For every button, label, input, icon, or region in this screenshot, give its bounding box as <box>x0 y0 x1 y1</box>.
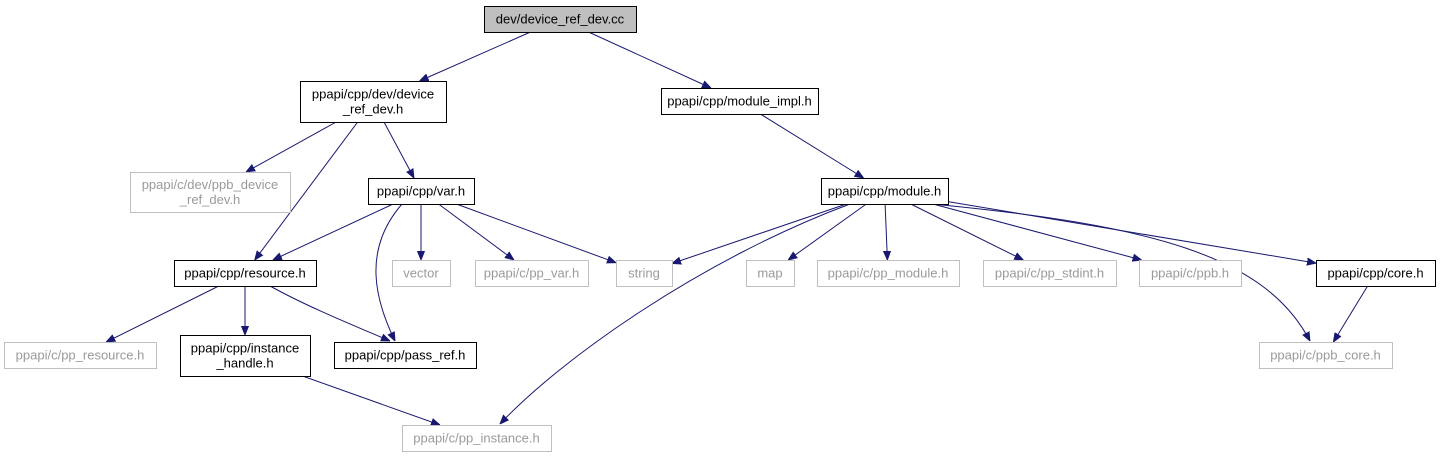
edge-var-h-to-resource-h <box>273 203 394 260</box>
node-label: _ref_dev.h <box>179 192 240 207</box>
edge-resource-h-to-pp-resource-h <box>106 285 220 342</box>
node-pp-module-h: ppapi/c/pp_module.h <box>817 260 960 287</box>
node-box <box>821 178 949 205</box>
edge-root-to-device-ref-dev-h <box>420 31 531 81</box>
node-box <box>746 260 795 287</box>
edge-device-ref-dev-h-to-ppb-device-ref-dev-h <box>246 121 337 172</box>
node-label: map <box>757 266 782 281</box>
edge-var-h-to-pp-var-h <box>438 203 515 260</box>
node-box <box>1139 260 1242 287</box>
node-box <box>300 81 447 123</box>
node-pp-instance-h: ppapi/c/pp_instance.h <box>402 425 552 452</box>
edge-instance-handle-h-to-pp-instance-h <box>302 375 441 425</box>
node-label: dev/device_ref_dev.cc <box>496 12 625 27</box>
node-label: ppapi/cpp/module.h <box>828 184 941 199</box>
edge-device-ref-dev-h-to-resource-h <box>255 121 359 260</box>
node-root: dev/device_ref_dev.cc <box>484 6 637 33</box>
node-box <box>983 260 1117 287</box>
node-pp-var-h: ppapi/c/pp_var.h <box>475 260 589 287</box>
node-label: ppapi/cpp/pass_ref.h <box>345 348 466 363</box>
node-layer: dev/device_ref_dev.cc ppapi/cpp/dev/devic… <box>4 6 1436 452</box>
node-box <box>174 260 317 287</box>
node-ppb-h: ppapi/c/ppb.h <box>1139 260 1242 287</box>
edge-resource-h-to-pass-ref-h <box>269 285 390 341</box>
node-label: ppapi/cpp/resource.h <box>184 266 305 281</box>
node-label: ppapi/cpp/core.h <box>1327 266 1423 281</box>
edge-var-h-to-pass-ref-h <box>375 203 403 341</box>
edge-module-h-to-ppb-h <box>932 203 1142 260</box>
edge-layer <box>106 31 1369 425</box>
node-box <box>817 260 960 287</box>
edge-core-h-to-ppb-core-h <box>1333 285 1369 342</box>
node-box <box>661 88 819 115</box>
node-label: string <box>628 266 660 281</box>
node-box <box>180 335 311 377</box>
node-var-h[interactable]: ppapi/cpp/var.h <box>368 178 475 205</box>
edge-module-h-to-pp-module-h <box>885 203 887 260</box>
node-label: _handle.h <box>215 356 273 371</box>
node-vector: vector <box>392 260 451 287</box>
node-box <box>130 172 291 213</box>
node-ppb-core-h: ppapi/c/ppb_core.h <box>1259 342 1393 369</box>
node-pass-ref-h[interactable]: ppapi/cpp/pass_ref.h <box>334 342 477 369</box>
node-device-ref-dev-h[interactable]: ppapi/cpp/dev/device_ref_dev.h <box>300 81 447 123</box>
node-box <box>402 425 552 452</box>
edge-root-to-module-impl-h <box>588 31 712 88</box>
node-module-h[interactable]: ppapi/cpp/module.h <box>821 178 949 205</box>
node-core-h[interactable]: ppapi/cpp/core.h <box>1316 260 1436 287</box>
node-box <box>368 178 475 205</box>
node-box <box>1316 260 1436 287</box>
node-label: ppapi/c/pp_var.h <box>484 266 579 281</box>
node-label: ppapi/c/ppb_core.h <box>1270 348 1381 363</box>
edge-module-impl-h-to-module-h <box>760 113 863 178</box>
node-map: map <box>746 260 795 287</box>
node-label: ppapi/c/ppb.h <box>1151 266 1229 281</box>
edge-module-h-to-core-h <box>947 201 1316 264</box>
node-ppb-device-ref-dev-h: ppapi/c/dev/ppb_device_ref_dev.h <box>130 172 291 213</box>
node-label: ppapi/c/pp_instance.h <box>413 431 539 446</box>
edge-module-h-to-ppb-core-h <box>931 203 1310 341</box>
edge-module-h-to-pp-stdint-h <box>910 203 1024 260</box>
node-box <box>484 6 637 33</box>
node-label: _ref_dev.h <box>342 102 403 117</box>
node-label: vector <box>403 266 439 281</box>
node-module-impl-h[interactable]: ppapi/cpp/module_impl.h <box>661 88 819 115</box>
node-box <box>392 260 451 287</box>
node-label: ppapi/cpp/var.h <box>377 184 465 199</box>
node-box <box>1259 342 1393 369</box>
node-label: ppapi/c/pp_module.h <box>828 266 949 281</box>
node-pp-stdint-h: ppapi/c/pp_stdint.h <box>983 260 1117 287</box>
node-string: string <box>616 260 673 287</box>
node-box <box>616 260 673 287</box>
node-resource-h[interactable]: ppapi/cpp/resource.h <box>174 260 317 287</box>
node-label: ppapi/c/dev/ppb_device <box>142 177 279 192</box>
node-box <box>4 342 157 369</box>
node-label: ppapi/c/pp_resource.h <box>16 348 145 363</box>
node-label: ppapi/cpp/module_impl.h <box>667 94 812 109</box>
node-box <box>475 260 589 287</box>
edge-var-h-to-string <box>456 203 616 263</box>
node-instance-handle-h[interactable]: ppapi/cpp/instance_handle.h <box>180 335 311 377</box>
edge-module-h-to-map <box>788 203 867 260</box>
node-label: ppapi/c/pp_stdint.h <box>995 266 1104 281</box>
node-box <box>334 342 477 369</box>
edge-module-h-to-pp-instance-h <box>500 203 851 424</box>
node-pp-resource-h: ppapi/c/pp_resource.h <box>4 342 157 369</box>
node-label: ppapi/cpp/instance <box>191 341 299 356</box>
edge-device-ref-dev-h-to-var-h <box>383 121 414 178</box>
node-label: ppapi/cpp/dev/device <box>312 87 434 102</box>
edge-module-h-to-string <box>672 203 847 264</box>
